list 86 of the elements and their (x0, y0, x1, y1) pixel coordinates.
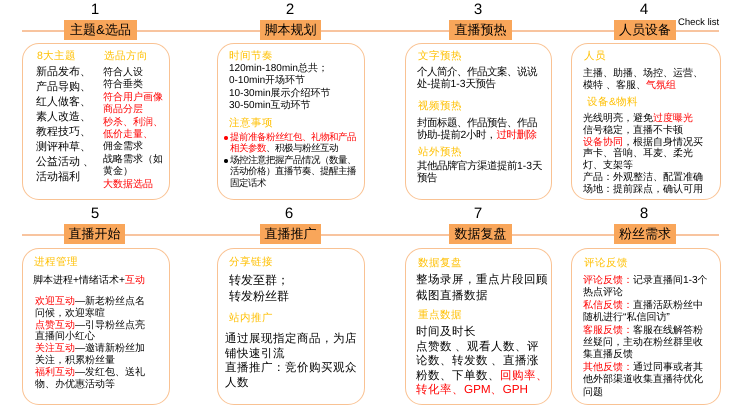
step-number: 5 (90, 206, 100, 222)
section-header-tab: 数据复盘 (449, 224, 512, 244)
body-text: 评论反馈：记录直播间1-3个热点评论 (583, 275, 709, 300)
section-header-tab: 直播推广 (260, 224, 321, 244)
connector-line (512, 30, 614, 32)
body-text: 私信反馈：直播活跃粉丝中随机进行“私信回访” (583, 300, 704, 324)
body-text: 0-10min开场环节 (229, 75, 306, 88)
section-header-tab: 人员设备 (614, 20, 676, 40)
body-text: 点赞数 、观看人数、评论数、转发数 、直播涨粉数、下单数、回购率、转化率、GPM、GPH (416, 340, 549, 398)
body-text: 30-50min互动环节 (229, 100, 312, 112)
subheading-text: 人员 (584, 50, 607, 63)
body-text: 主播、助播、场控、运营、模特 、客服、气氛组 (583, 68, 704, 92)
body-text: 设备协同，根据自身情况买声卡、音响、耳麦、柔光灯、支架等 (583, 136, 704, 172)
section-header-tab: 直播开始 (64, 224, 125, 244)
step-number: 4 (638, 2, 650, 18)
body-text: 转发粉丝群 (229, 288, 290, 304)
subheading-text: 站内推广 (229, 312, 274, 325)
body-text: 通过展现指定商品，为店铺快速引流 (225, 332, 358, 361)
step-number: 3 (472, 2, 484, 18)
subheading-text: 注意事项 (229, 117, 274, 130)
subheading-text: 站外预热 (418, 146, 463, 159)
body-text: 其他品牌官方渠道提前1-3天预告 (417, 161, 544, 185)
checklist-label: Check list (678, 17, 720, 28)
body-text: 秒杀、利润、低价走量、 (103, 116, 164, 140)
step-number: 6 (284, 206, 294, 222)
rounded-panel (217, 248, 365, 405)
bullet-text: 场控注意把握产品情况（数量、活动价格）直播节奏、提醒主播固定话术 (230, 155, 357, 189)
body-text: 信号稳定，直播不卡顿 (583, 124, 684, 136)
subheading-text: 8大主题 (37, 50, 77, 63)
rounded-panel (405, 248, 552, 405)
body-text: 时间及时长 (416, 325, 477, 340)
body-text: 个人简介、作品文案、说说处-提前1-3天预告 (417, 67, 538, 91)
subheading-text: 进程管理 (34, 256, 79, 269)
body-text: 脚本进程+情绪话术+互动 (33, 275, 146, 287)
rounded-panel (22, 248, 170, 405)
body-text: 符合用户画像 (103, 92, 164, 104)
connector-line (125, 234, 260, 236)
body-text: 福利互动—发红包、送礼物、办优惠活动等 (35, 366, 146, 390)
body-text: 整场录屏，重点片段回顾截图直播数据 (416, 272, 549, 304)
connector-line (321, 30, 449, 32)
body-text: 场地：提前踩点，确认可用 (583, 184, 704, 196)
section-header-tab: 直播预热 (449, 20, 512, 40)
body-text: 商品分层 (103, 104, 144, 116)
subheading-text: 评论反馈 (584, 257, 629, 270)
body-text: 120min-180min总共； (229, 63, 329, 74)
step-number: 1 (90, 2, 100, 18)
step-number: 2 (284, 2, 296, 18)
body-text: 佣金需求 (103, 141, 144, 154)
body-text: 转发至群； (229, 272, 290, 288)
section-header-tab: 脚本规划 (260, 20, 321, 40)
body-text: 点赞互动—引导粉丝点亮直播间小红心 (35, 320, 146, 342)
body-text: 封面标题、作品预告、作品协助-提前2小时，过时删除 (417, 118, 538, 142)
body-text: 关注互动—邀请新粉丝加关注，积累粉丝量 (35, 343, 146, 366)
body-text: 大数据选品 (103, 178, 154, 192)
step-number: 8 (638, 206, 650, 222)
body-text: 光线明亮，避免过度曝光 (583, 113, 694, 124)
subheading-text: 视频预热 (418, 100, 463, 113)
subheading-text: 文字预热 (418, 50, 463, 63)
subheading-text: 分享链接 (229, 256, 274, 269)
rounded-panel (22, 43, 170, 200)
subheading-text: 重点数据 (418, 309, 463, 322)
subheading-text: 选品方向 (104, 50, 149, 63)
rounded-panel (571, 248, 721, 405)
rounded-panel (571, 43, 721, 200)
connector-line (512, 234, 614, 236)
subheading-text: 时间节奏 (229, 50, 274, 63)
body-text: 客服反馈：客服在线解答粉丝疑问，主动在粉丝群里收集直播反馈 (583, 324, 704, 362)
rounded-panel (405, 43, 552, 200)
body-text: 符合人设 (103, 67, 144, 78)
subheading-text: 设备&物料 (587, 96, 640, 109)
connector-line (321, 234, 449, 236)
bullet-text: 提前准备粉丝红包、礼物和产品相关参数、积极与粉丝互动 (230, 132, 357, 155)
subheading-text: 数据复盘 (418, 257, 463, 270)
body-text: 直播推广：竞价购买观众人数 (225, 361, 358, 391)
body-text: 新品发布、产品导购、红人做客、素人改造、教程技巧、测评种草、公益活动 、活动福利 (36, 65, 96, 185)
body-text: 10-30min展示介绍环节 (229, 88, 332, 100)
body-text: 其他反馈：通过同事或者其他外部渠道收集直播待优化问题 (583, 362, 704, 400)
section-header-tab: 主题&选品 (64, 20, 137, 40)
section-header-tab: 粉丝需求 (614, 224, 676, 244)
rounded-panel (217, 43, 365, 200)
connector-line (137, 30, 260, 32)
step-number: 7 (472, 206, 484, 222)
body-text: 产品：外观整洁、配置准确 (583, 172, 704, 184)
body-text: 符合垂类 (103, 79, 144, 92)
body-text: 欢迎互动—新老粉丝点名问候，欢迎寒暄 (35, 296, 146, 320)
body-text: 战略需求（如黄金） (103, 154, 164, 178)
